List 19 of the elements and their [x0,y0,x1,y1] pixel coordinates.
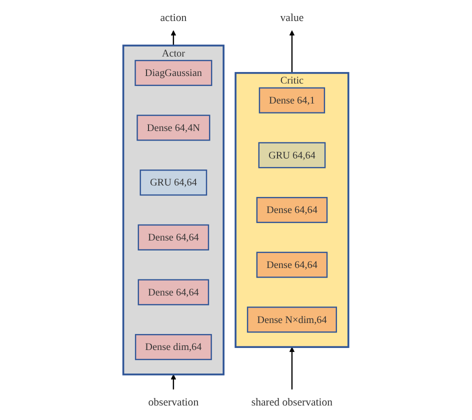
node-box: Dense N×dim,64 [247,306,338,333]
node-box: DiagGaussian [134,60,212,86]
node-text: shared observation [252,396,333,408]
node-text: observation [148,396,199,408]
node-box: Dense 64,4N [136,114,210,141]
node-box: GRU 64,64 [140,170,208,196]
arrow [170,30,176,46]
node-text: value [280,11,304,24]
node-box: Dense dim,64 [135,334,212,360]
arrow [290,346,295,390]
node-box: Dense 64,64 [138,224,210,250]
node-box: GRU 64,64 [258,142,326,168]
node-box: Dense 64,64 [256,196,328,224]
arrow [170,374,176,390]
node-box: Dense 64,64 [138,279,210,306]
node-box: Dense 64,1 [259,87,326,114]
node-text: action [160,11,187,24]
node-box: Dense 64,64 [256,252,328,278]
arrow [290,30,295,73]
